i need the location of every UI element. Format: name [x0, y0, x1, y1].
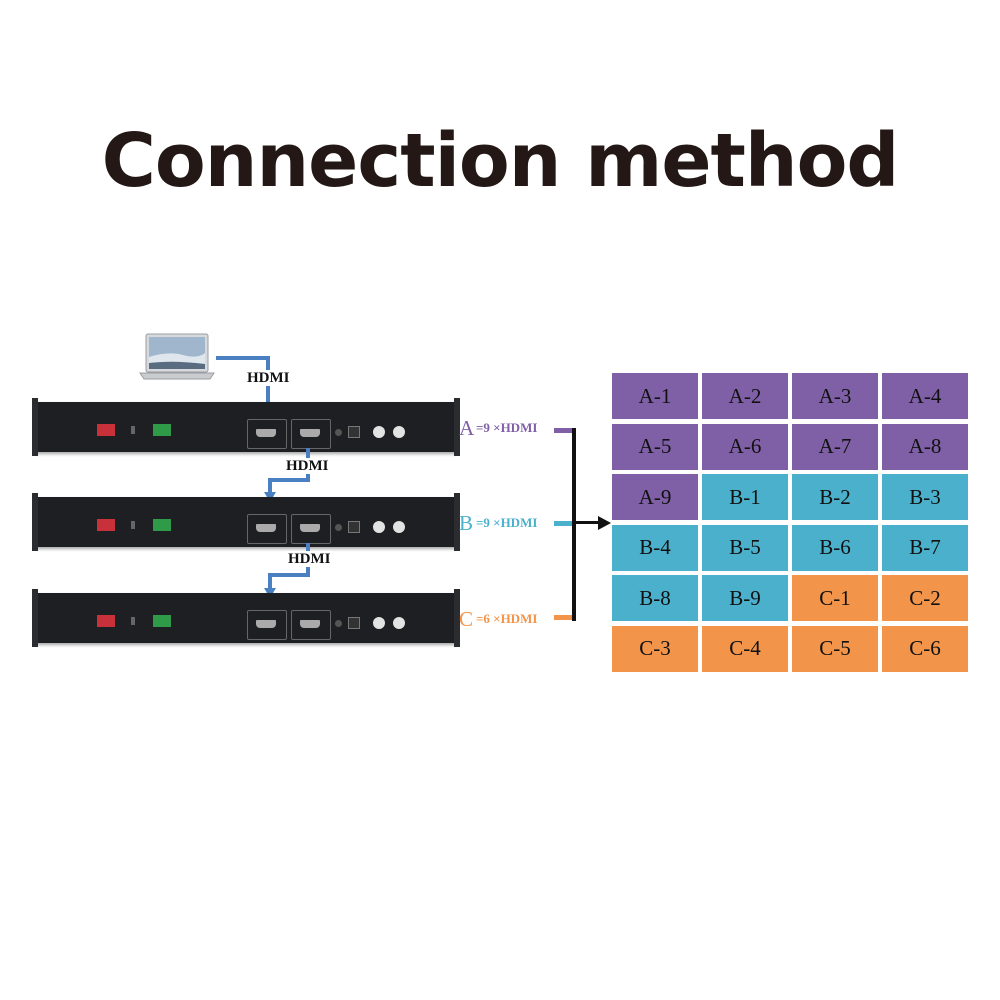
channel-c-letter: C [459, 607, 474, 631]
channel-c-line [554, 615, 574, 620]
output-bus [572, 428, 576, 621]
hdmi-loop-port [291, 514, 331, 544]
spdif-port [348, 521, 360, 533]
wire-b-to-c-horizontal [268, 573, 310, 577]
screen-tile-b-4: B-4 [612, 524, 698, 571]
ir-port [131, 617, 135, 625]
wire-a-to-b-horizontal [268, 478, 310, 482]
screen-tile-b-9: B-9 [702, 575, 788, 621]
hdmi-label-3: HDMI [286, 551, 333, 567]
screen-tile-c-4: C-4 [702, 625, 788, 672]
mode-knob [393, 521, 405, 533]
audio-jack [335, 429, 342, 436]
hdmi-input-port [247, 610, 287, 640]
screen-tile-a-4: A-4 [882, 373, 968, 419]
screen-tile-a-6: A-6 [702, 423, 788, 470]
arrow-to-video-wall [598, 516, 611, 530]
screen-tile-c-3: C-3 [612, 625, 698, 672]
splitter-device-c [32, 589, 460, 647]
audio-jack [335, 620, 342, 627]
page-title: Connection method [101, 118, 900, 204]
channel-b-count: =9 ×HDMI [476, 515, 538, 530]
screen-tile-a-1: A-1 [612, 373, 698, 419]
dip-switch [97, 519, 115, 531]
channel-a-letter: A [459, 416, 475, 440]
splitter-device-b [32, 493, 460, 551]
screen-tile-c-6: C-6 [882, 625, 968, 672]
screen-tile-a-2: A-2 [702, 373, 788, 419]
volume-knob [373, 521, 385, 533]
dip-switch [97, 615, 115, 627]
splitter-device-a [32, 398, 460, 456]
wire-a-to-b-into [268, 478, 272, 496]
hdmi-input-port [247, 514, 287, 544]
volume-knob [373, 617, 385, 629]
channel-c-count: =6 ×HDMI [476, 611, 538, 626]
hdmi-label-2: HDMI [284, 458, 331, 474]
volume-knob [373, 426, 385, 438]
spdif-port [348, 617, 360, 629]
screen-tile-a-9: A-9 [612, 474, 698, 520]
channel-b-line [554, 521, 574, 526]
screen-tile-b-1: B-1 [702, 474, 788, 520]
screen-tile-b-5: B-5 [702, 524, 788, 571]
screen-tile-b-2: B-2 [792, 474, 878, 520]
screen-tile-b-6: B-6 [792, 524, 878, 571]
hdmi-label-1: HDMI [245, 370, 292, 386]
wire-b-to-c-into [268, 573, 272, 591]
rs232-terminal [153, 519, 171, 531]
channel-b-letter: B [459, 511, 474, 535]
dip-switch [97, 424, 115, 436]
hdmi-input-port [247, 419, 287, 449]
bus-to-wall [574, 521, 602, 524]
screen-tile-a-3: A-3 [792, 373, 878, 419]
mode-knob [393, 617, 405, 629]
laptop-icon [139, 333, 215, 380]
hdmi-loop-port [291, 610, 331, 640]
screen-tile-a-7: A-7 [792, 423, 878, 470]
channel-a-line [554, 428, 574, 433]
wire-laptop [216, 356, 268, 360]
screen-tile-c-1: C-1 [792, 575, 878, 621]
rs232-terminal [153, 615, 171, 627]
mode-knob [393, 426, 405, 438]
channel-a-count: =9 ×HDMI [476, 420, 538, 435]
screen-tile-c-5: C-5 [792, 625, 878, 672]
ir-port [131, 521, 135, 529]
screen-tile-a-8: A-8 [882, 423, 968, 470]
screen-tile-b-7: B-7 [882, 524, 968, 571]
audio-jack [335, 524, 342, 531]
screen-tile-c-2: C-2 [882, 575, 968, 621]
ir-port [131, 426, 135, 434]
hdmi-loop-port [291, 419, 331, 449]
rs232-terminal [153, 424, 171, 436]
screen-tile-b-8: B-8 [612, 575, 698, 621]
screen-tile-a-5: A-5 [612, 423, 698, 470]
spdif-port [348, 426, 360, 438]
screen-tile-b-3: B-3 [882, 474, 968, 520]
